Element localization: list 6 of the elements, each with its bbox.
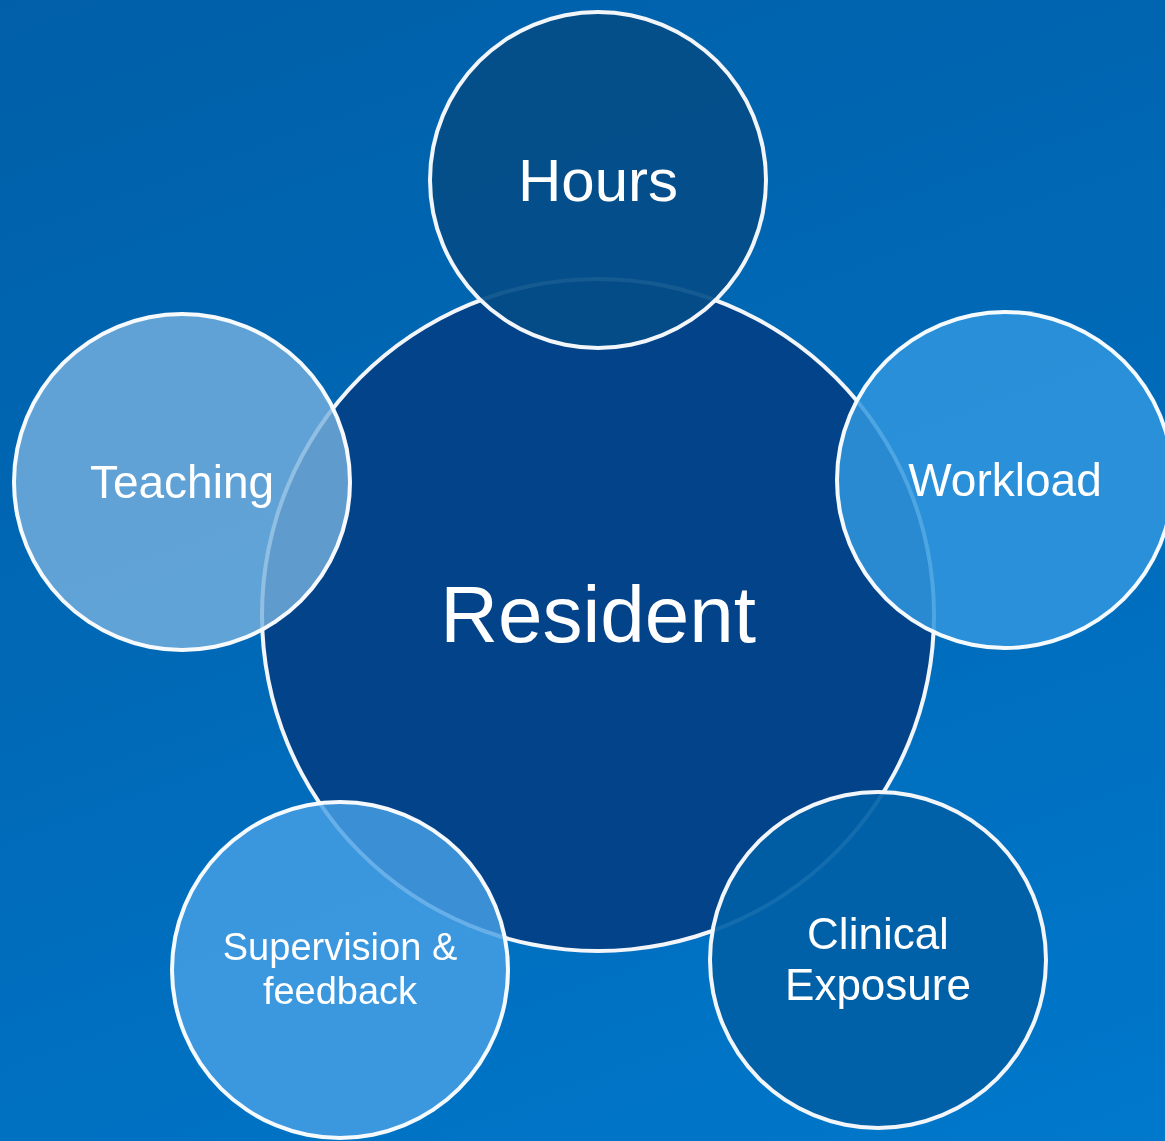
node-label: Resident [440, 569, 756, 661]
node-label: Supervision & feedback [221, 926, 459, 1014]
node-label: Workload [908, 453, 1102, 507]
node-label: Hours [517, 145, 679, 215]
node-label: Teaching [89, 455, 275, 509]
node-label: Clinical Exposure [784, 909, 972, 1011]
